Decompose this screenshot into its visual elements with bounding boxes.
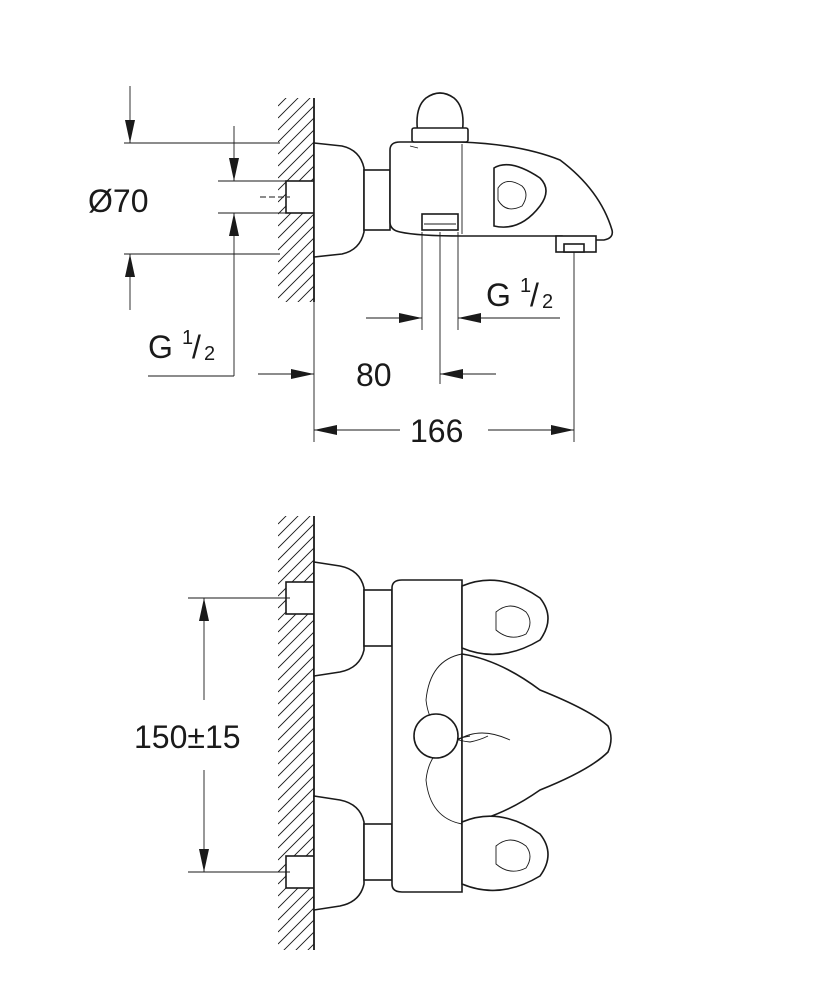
svg-text:G: G: [486, 277, 511, 313]
thread-label-left: G 1 / 2: [148, 327, 215, 365]
inlet-stub-lower: [285, 855, 315, 889]
union-nut-lower: [363, 823, 393, 881]
svg-text:1: 1: [182, 327, 193, 349]
wall-hatching-top: [278, 98, 314, 302]
side-view: Ø70 G 1 / 2 80 G 1 /: [88, 86, 614, 449]
dimension-80: 80: [356, 357, 392, 393]
svg-text:/: /: [192, 329, 201, 365]
union-nut-top: [363, 169, 391, 231]
wall-rosette-top: [313, 142, 365, 258]
svg-text:G: G: [148, 329, 173, 365]
handle-side: [493, 163, 547, 228]
inlet-stub-upper: [285, 581, 315, 615]
wall-rosette-upper: [313, 561, 365, 677]
handle-lower: [461, 815, 549, 892]
spacing-label: 150±15: [134, 719, 241, 755]
thread-label-right: G 1 / 2: [486, 275, 553, 313]
svg-text:/: /: [530, 277, 539, 313]
svg-text:2: 2: [204, 343, 215, 365]
diverter-knob: [416, 92, 464, 135]
dimension-166: 166: [410, 413, 463, 449]
front-view: 150±15: [134, 516, 612, 950]
svg-text:1: 1: [520, 275, 531, 297]
wall-rosette-lower: [313, 795, 365, 911]
inlet-stub-top: [285, 180, 315, 214]
spout-front: [461, 653, 612, 825]
diverter-knob-front: [413, 713, 459, 759]
diameter-label: Ø70: [88, 183, 148, 219]
svg-text:2: 2: [542, 291, 553, 313]
handle-upper: [461, 579, 549, 656]
union-nut-upper: [363, 589, 393, 647]
wall-hatching-bottom: [278, 516, 314, 950]
cartridge-box: [421, 213, 459, 231]
